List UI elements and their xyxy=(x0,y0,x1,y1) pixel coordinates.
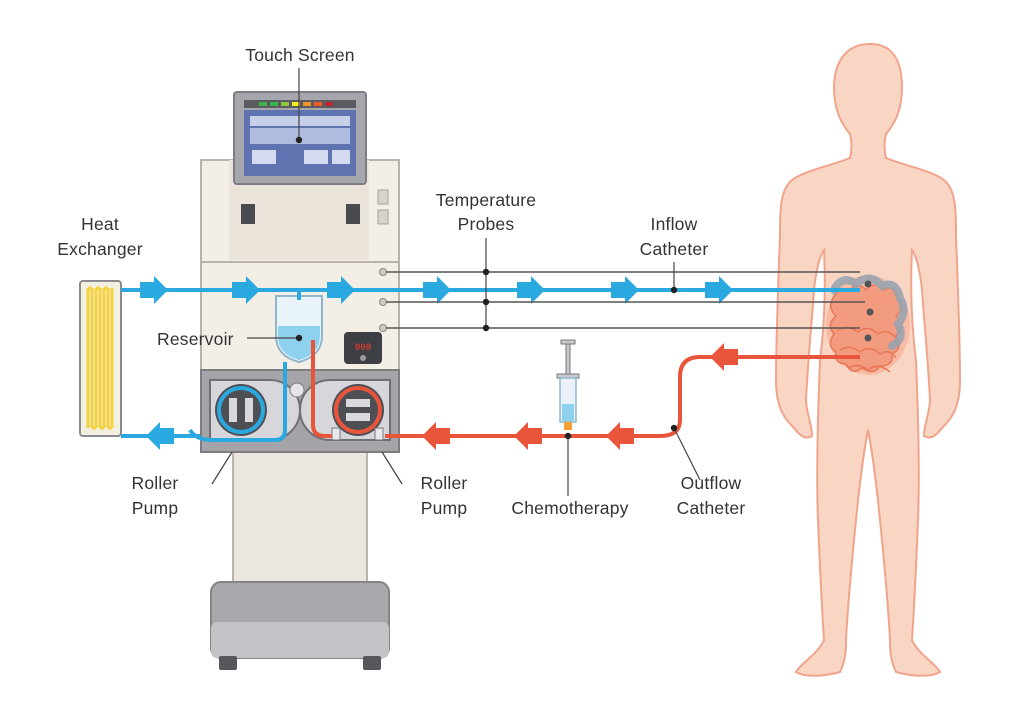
display-readout: 000 xyxy=(355,343,371,353)
label-outflow-catheter-1: Outflow xyxy=(680,473,742,493)
perfusion-machine: 000 xyxy=(200,91,400,670)
outflow-tube xyxy=(311,340,860,438)
label-reservoir: Reservoir xyxy=(157,329,234,349)
temperature-probe-wires xyxy=(386,271,865,329)
chemotherapy-syringe xyxy=(556,339,580,430)
reservoir xyxy=(275,295,323,364)
label-inflow-catheter-1: Inflow xyxy=(650,214,698,234)
intestines xyxy=(826,274,910,375)
outflow-arrows xyxy=(422,343,738,450)
label-temperature-probes-2: Probes xyxy=(457,214,515,234)
label-touch-screen: Touch Screen xyxy=(245,45,355,65)
heat-exchanger xyxy=(79,280,122,437)
label-roller-pump-right-1: Roller xyxy=(420,473,468,493)
label-inflow-catheter-2: Catheter xyxy=(639,239,709,259)
label-heat-exchanger-1: Heat xyxy=(81,214,119,234)
roller-pump-left xyxy=(209,379,301,441)
label-chemotherapy: Chemotherapy xyxy=(511,498,629,518)
leader-lines xyxy=(211,68,701,496)
inflow-arrows xyxy=(140,276,733,450)
label-temperature-probes-1: Temperature xyxy=(435,190,537,210)
digital-display: 000 xyxy=(344,332,382,364)
probe-tips xyxy=(864,280,874,342)
label-roller-pump-left-2: Pump xyxy=(131,498,179,518)
label-roller-pump-right-2: Pump xyxy=(420,498,468,518)
label-heat-exchanger-2: Exchanger xyxy=(57,239,143,259)
leader-dots xyxy=(295,136,678,440)
roller-pump-right xyxy=(299,379,391,441)
human-body xyxy=(774,42,962,677)
label-roller-pump-left-1: Roller xyxy=(131,473,179,493)
label-outflow-catheter-2: Catheter xyxy=(676,498,746,518)
